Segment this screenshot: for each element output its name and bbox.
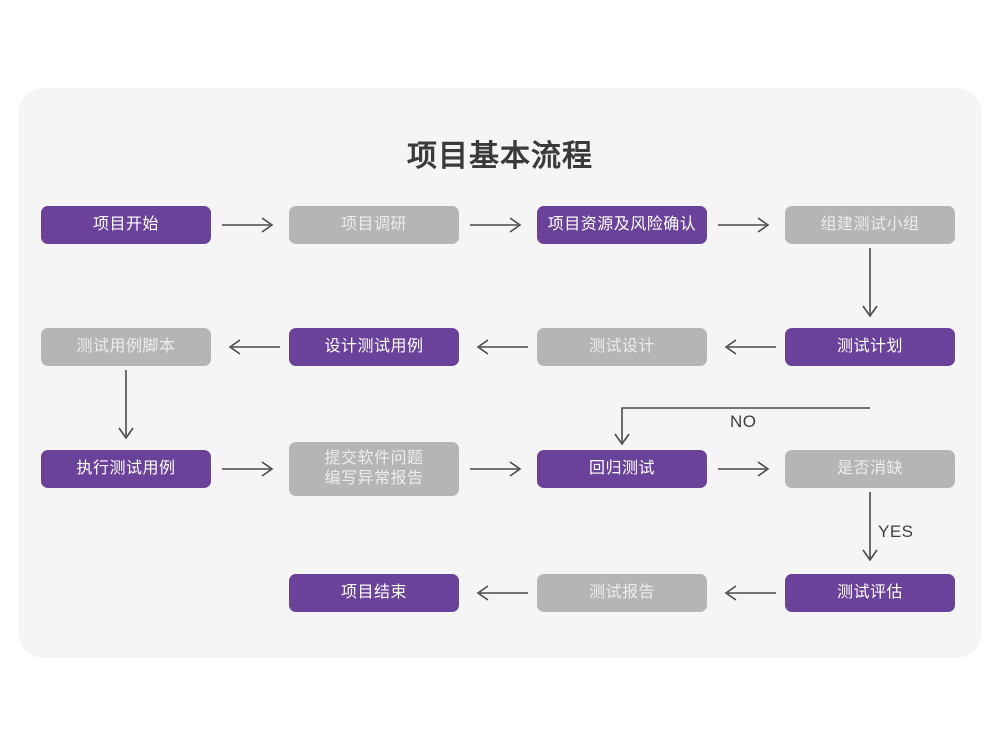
- page-title: 项目基本流程: [407, 140, 593, 173]
- node-regression-test[interactable]: 回归测试: [537, 450, 707, 488]
- node-project-research[interactable]: 项目调研: [289, 206, 459, 244]
- node-defect-resolved[interactable]: 是否消缺: [785, 450, 955, 488]
- diagram-card: [18, 88, 982, 658]
- node-build-test-team[interactable]: 组建测试小组: [785, 206, 955, 244]
- node-test-case-script[interactable]: 测试用例脚本: [41, 328, 211, 366]
- node-design-test-case[interactable]: 设计测试用例: [289, 328, 459, 366]
- edge-label-yes: YES: [878, 522, 914, 541]
- node-test-evaluation[interactable]: 测试评估: [785, 574, 955, 612]
- node-execute-test-case[interactable]: 执行测试用例: [41, 450, 211, 488]
- node-test-report[interactable]: 测试报告: [537, 574, 707, 612]
- node-resource-risk-confirm[interactable]: 项目资源及风险确认: [537, 206, 707, 244]
- node-project-start[interactable]: 项目开始: [41, 206, 211, 244]
- node-project-end[interactable]: 项目结束: [289, 574, 459, 612]
- node-submit-issue-report[interactable]: 提交软件问题 编写异常报告: [289, 442, 459, 496]
- edge-label-no: NO: [730, 412, 757, 431]
- node-test-plan[interactable]: 测试计划: [785, 328, 955, 366]
- node-test-design[interactable]: 测试设计: [537, 328, 707, 366]
